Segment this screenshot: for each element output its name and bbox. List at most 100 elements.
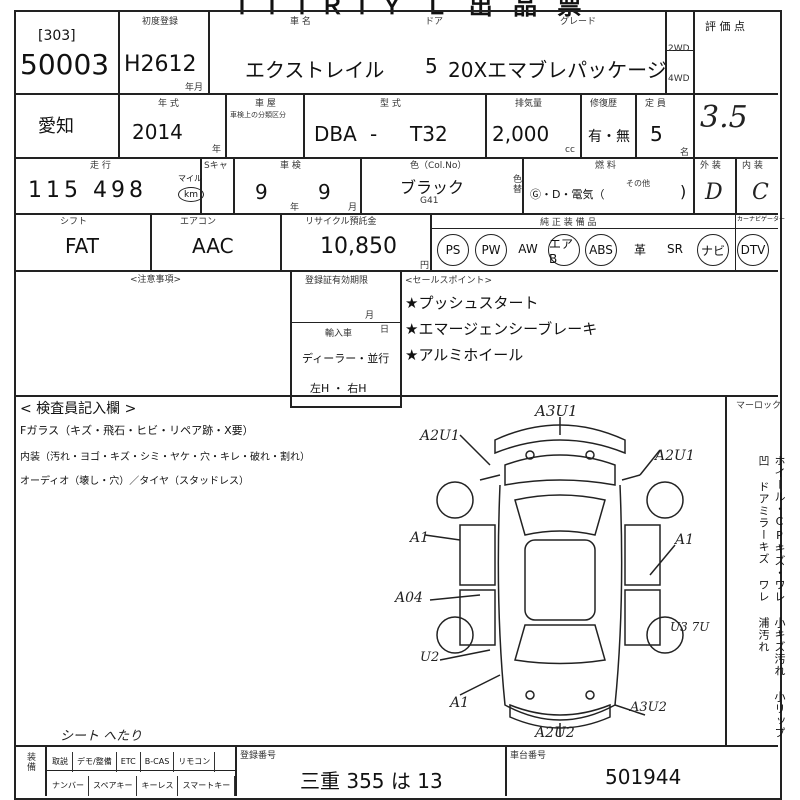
vehicle-class-sub: 車検上の分類区分 xyxy=(230,111,286,119)
mileage-label: 走 行 xyxy=(90,161,111,171)
footer-equip-item: B-CAS xyxy=(141,752,175,772)
drive-2wd: 2WD xyxy=(668,44,690,54)
color: ブラック xyxy=(400,178,465,197)
lot-code: [303] xyxy=(38,28,76,44)
equipment-label: 純 正 装 備 品 xyxy=(540,218,597,228)
car-name: エクストレイル xyxy=(245,58,385,82)
equipment-option-badge: 革 xyxy=(633,242,646,257)
color-side-label: 色替 xyxy=(511,174,521,194)
region: 愛知 xyxy=(38,116,74,137)
inspection-year: 9 xyxy=(255,180,268,204)
damage-mark: A04 xyxy=(395,590,423,606)
damage-mark: A1 xyxy=(675,532,695,548)
exterior-label: 外 装 xyxy=(700,161,721,171)
inspector-line-audio: オーディオ（壊し・穴）／タイヤ（スタッドレス） xyxy=(20,476,249,487)
damage-mark: A1 xyxy=(450,695,470,711)
footer-equip-item: キーレス xyxy=(137,776,179,796)
row-divider xyxy=(14,213,778,215)
damage-mark: U2 xyxy=(420,650,440,665)
grade-label: グレード xyxy=(560,17,597,27)
color-code: G41 xyxy=(420,196,439,206)
sheet-frame xyxy=(14,10,782,800)
damage-mark: A3U2 xyxy=(630,700,667,715)
interior-label: 内 装 xyxy=(742,161,763,171)
damage-mark: A2U1 xyxy=(655,448,695,464)
footer-equip-item: デモ/整備 xyxy=(73,752,117,772)
year-month-label: 年月 xyxy=(185,83,204,93)
footer-equip-item: ETC xyxy=(117,752,141,772)
shift-label: シフト xyxy=(60,217,88,227)
footer-equip-label: 装備 xyxy=(25,752,35,772)
door-count: 5 xyxy=(425,54,438,78)
type-dash: - xyxy=(370,122,378,146)
sync-label: Sキャ xyxy=(204,161,228,171)
color-label: 色（Col.No） xyxy=(410,161,467,171)
equipment-option-badge: PS xyxy=(437,234,469,266)
reg-expiry-label: 登録証有効期限 xyxy=(305,276,369,286)
inspection-month: 9 xyxy=(318,180,331,204)
reg-month: 月 xyxy=(365,311,375,321)
door-label: ドア xyxy=(425,17,444,27)
row-divider xyxy=(14,270,778,272)
plate-label: 登録番号 xyxy=(240,751,277,761)
footer-equip-item: スペアキー xyxy=(89,776,138,796)
damage-mark: A3U1 xyxy=(535,402,578,420)
equipment-option-badge: AW xyxy=(518,242,538,256)
recycle: 10,850 xyxy=(320,234,397,259)
equipment-option-badge: ABS xyxy=(585,234,617,266)
row-divider xyxy=(14,395,778,397)
first-reg-label: 初度登録 xyxy=(142,17,179,27)
inspector-line-interior: 内装（汚れ・ヨゴ・キズ・シミ・ヤケ・穴・キレ・破れ・割れ） xyxy=(20,452,310,463)
car-name-label: 車 名 xyxy=(290,17,311,27)
fuel-other: その他 xyxy=(626,179,650,188)
recycle-label: リサイクル預託金 xyxy=(305,217,377,227)
yen-unit: 円 xyxy=(420,261,430,271)
cc-unit: cc xyxy=(565,145,575,155)
inspection-month-unit: 月 xyxy=(348,203,358,213)
damage-mark: A2U2 xyxy=(535,725,575,741)
seat-note: シート へたり xyxy=(60,729,143,744)
type-model: T32 xyxy=(410,122,448,146)
chassis-label: 車台番号 xyxy=(510,751,547,761)
fuel-close-paren: ) xyxy=(680,182,687,201)
lot-number: 50003 xyxy=(20,48,110,81)
vehicle-class-label: 車 屋 xyxy=(255,99,276,109)
type-prefix: DBA xyxy=(314,122,357,146)
footer-equip-item: スマートキー xyxy=(178,776,236,796)
sales-point: ★エマージェンシーブレーキ xyxy=(405,320,598,338)
displacement: 2,000 xyxy=(492,122,550,146)
equipment-option-badge: ナビ xyxy=(697,234,729,266)
chassis-number: 501944 xyxy=(605,765,682,789)
row-divider xyxy=(14,745,778,747)
score-label: 評 価 点 xyxy=(705,20,745,33)
type-label: 型 式 xyxy=(380,99,401,109)
grade: 20Xエマブレパッケージ xyxy=(448,58,667,82)
mark-label: マーロック xyxy=(736,401,782,411)
damage-mark: A1 xyxy=(410,530,430,546)
equipment-option-badge: エアB xyxy=(548,234,580,266)
inspection-label: 車 検 xyxy=(280,161,301,171)
mileage: 115 498 xyxy=(28,178,147,203)
damage-mark: U3 7U xyxy=(670,620,710,634)
year-suffix: 年 xyxy=(212,145,222,155)
exterior-grade: D xyxy=(705,180,723,205)
sales-label: <セールスポイント> xyxy=(405,276,493,286)
mile-unit-mile: マイル xyxy=(178,174,202,183)
footer-equip-item: 取説 xyxy=(48,752,73,772)
equipment-option-badge: PW xyxy=(475,234,507,266)
model-year: 2014 xyxy=(132,120,183,144)
navi-note-label: カーナビゲーター xyxy=(737,216,786,223)
first-reg-value: H2612 xyxy=(124,52,197,77)
inspector-vertical-note: ホイール・CPキズ・ワレ 小キズ汚れ 小リップ 凹 ドアミラーキズ ワレ 浦汚れ xyxy=(757,455,786,739)
sales-point: ★プッシュスタート xyxy=(405,294,539,312)
reg-day: 日 xyxy=(380,325,390,335)
equipment-option-badge: DTV xyxy=(737,234,769,266)
caution-label: <注意事項> xyxy=(130,275,182,285)
row-divider xyxy=(14,157,778,159)
history-label: 修復歴 xyxy=(590,99,618,109)
fuel-options: Ⓖ・D・電気（ xyxy=(530,188,605,201)
row-divider xyxy=(14,93,778,95)
interior-grade: C xyxy=(752,180,769,205)
capacity: 5 xyxy=(650,122,663,146)
